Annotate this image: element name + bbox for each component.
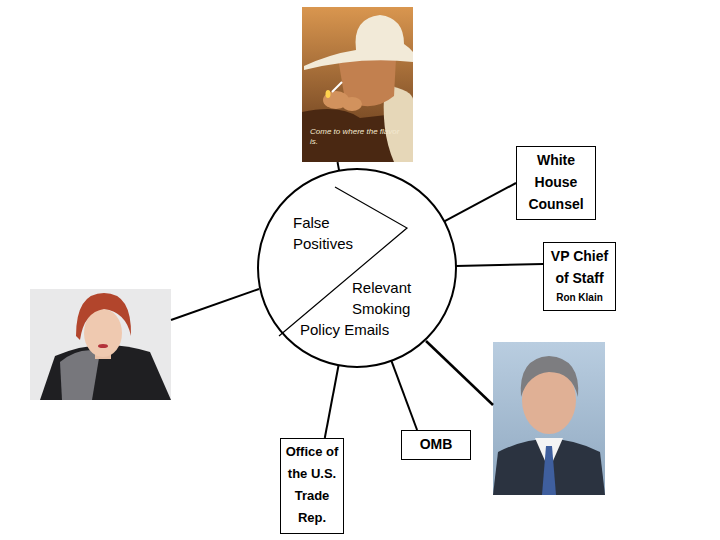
lighter-flame	[326, 90, 331, 98]
leader-line	[171, 289, 259, 320]
text-run: Ron Klain	[556, 292, 603, 303]
connector-line	[444, 183, 516, 221]
ad-slogan: Come to where the flavor is.	[310, 127, 405, 147]
cowboy-hat	[304, 15, 413, 70]
cigarette	[332, 82, 342, 92]
email-circle: False PositivesRelevant Smoking Policy E…	[257, 168, 457, 368]
text-run: Office of the U.S. Trade Rep.	[286, 444, 339, 525]
box-label: Office of the U.S. Trade Rep.	[284, 441, 340, 529]
photo-node: Come to where the flavor is.	[302, 7, 413, 162]
box-label: VP Chief of Staff	[547, 245, 612, 289]
photo-ground	[30, 289, 171, 400]
connector-line	[338, 162, 340, 171]
wrap-spacer	[300, 277, 352, 319]
man-photo	[493, 342, 605, 495]
text-run: Relevant Smoking Policy Emails	[300, 279, 411, 338]
red-hair	[76, 293, 131, 340]
office-box: OMB	[401, 430, 471, 460]
office-box: VP Chief of StaffRon Klain	[543, 242, 616, 311]
leader-line	[426, 341, 493, 405]
text-run: Come to where the flavor is.	[310, 127, 399, 146]
lips	[98, 344, 108, 348]
office-box: White House Counsel	[516, 146, 596, 220]
box-label: White House Counsel	[520, 149, 592, 215]
circle-border	[258, 169, 456, 367]
connector-line	[391, 361, 417, 430]
circle-outline	[257, 168, 457, 368]
text-run: False Positives	[293, 214, 353, 252]
dress-sheen	[60, 350, 100, 400]
text-run: VP Chief of Staff	[551, 248, 608, 286]
photo-ground	[302, 7, 413, 162]
text-run: OMB	[420, 436, 453, 452]
suit	[493, 439, 605, 495]
region-label: False Positives	[293, 212, 373, 254]
cowboy-photo	[302, 7, 413, 162]
connector-line	[325, 365, 339, 438]
connector-line	[456, 264, 543, 266]
hand	[342, 97, 362, 111]
tie	[542, 446, 556, 495]
woman-photo	[30, 289, 171, 400]
office-box: Office of the U.S. Trade Rep.	[280, 438, 344, 534]
text-run: White House Counsel	[528, 152, 583, 212]
photo-ground	[493, 342, 605, 495]
person-name: Ron Klain	[547, 289, 612, 305]
box-label: OMB	[405, 433, 467, 455]
region-label: Relevant Smoking Policy Emails	[300, 277, 418, 340]
grey-hair	[521, 356, 579, 397]
